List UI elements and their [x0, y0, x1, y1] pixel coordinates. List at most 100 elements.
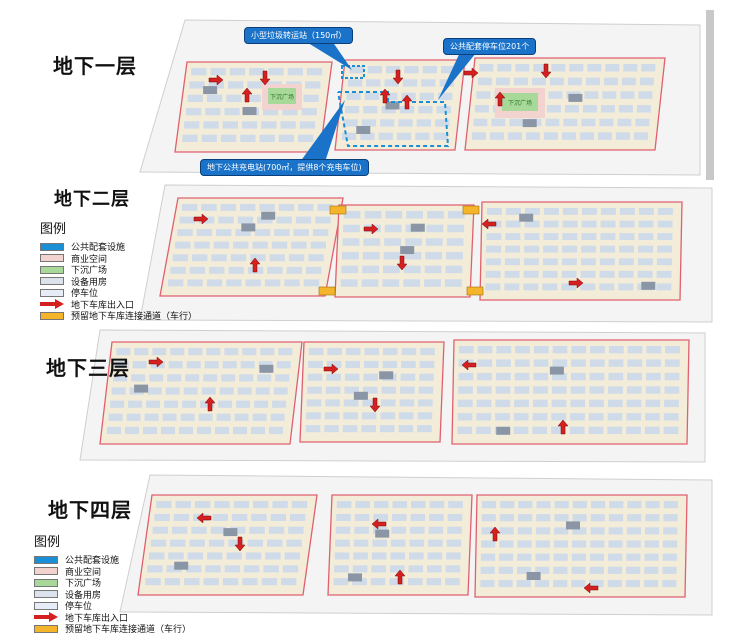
parking-row [552, 359, 568, 367]
parking-row [183, 387, 198, 395]
parking-row [282, 108, 298, 116]
parking-row [476, 399, 492, 408]
parking-row [531, 77, 546, 86]
parking-row [505, 220, 521, 228]
parking-row [149, 552, 165, 560]
legend-item-entrance: 地下车库出入口 [34, 612, 191, 624]
parking-row [602, 91, 617, 99]
parking-row [340, 279, 358, 287]
parking-row [607, 413, 623, 421]
parking-row [535, 566, 550, 574]
parking-row [391, 526, 406, 534]
parking-row [288, 526, 304, 534]
parking-row [481, 514, 496, 522]
parking-row [390, 552, 405, 560]
parking-row [308, 360, 323, 368]
floor-title-b3: 地下三层 [46, 356, 130, 380]
legend-item-equipment: 设备用房 [40, 276, 197, 288]
parking-row [589, 566, 604, 574]
parking-row [382, 279, 400, 287]
parking-row [360, 132, 375, 140]
parking-row [410, 513, 426, 521]
parking-row [499, 553, 514, 561]
parking-row [355, 501, 370, 509]
parking-row [417, 425, 432, 433]
parking-row [218, 400, 233, 408]
parking-row [457, 399, 473, 408]
parking-row [373, 513, 388, 521]
parking-row [201, 204, 217, 211]
equipment-room [134, 384, 149, 393]
parking-row [239, 374, 254, 382]
parking-row [305, 425, 321, 433]
parking-row [546, 105, 561, 113]
parking-row [196, 229, 213, 236]
parking-row [625, 579, 640, 588]
parking-row [644, 426, 660, 434]
parking-row [638, 208, 654, 215]
parking-row [404, 252, 422, 260]
parking-row [627, 359, 643, 367]
parking-row [108, 413, 123, 421]
parking-row [254, 400, 269, 408]
red-arrow-icon [34, 612, 58, 623]
parking-row [185, 374, 200, 382]
parking-row [312, 229, 329, 236]
legend-title: 图例 [40, 222, 67, 237]
parking-row [305, 81, 321, 89]
parking-row [147, 565, 163, 573]
parking-row [325, 386, 341, 394]
parking-row [134, 348, 149, 356]
parking-row [626, 566, 641, 574]
legend-swatch [40, 288, 64, 297]
parking-row [495, 399, 511, 408]
parking-row [399, 106, 415, 114]
parking-row [110, 400, 125, 408]
parking-row [152, 348, 167, 356]
parking-row [389, 565, 405, 573]
parking-row [171, 526, 188, 534]
parking-row [444, 279, 462, 287]
b1-plaza-label-left: 下沉广场 [270, 93, 294, 101]
b2-entrance-arrow [249, 257, 261, 273]
parking-row [222, 578, 239, 586]
parking-row [326, 373, 341, 381]
parking-row [499, 514, 514, 522]
arrow-shape [463, 67, 479, 79]
parking-row [208, 81, 224, 89]
parking-row [418, 106, 433, 114]
parking-row [344, 106, 360, 114]
arrow-shape [401, 94, 413, 110]
parking-row [386, 66, 401, 74]
b1-plaza-right [502, 93, 538, 111]
parking-row [663, 413, 679, 421]
arrow-shape [363, 223, 379, 235]
parking-row [200, 400, 215, 408]
parking-row [400, 386, 415, 394]
parking-row [144, 413, 159, 421]
parking-row [590, 514, 605, 522]
parking-row [241, 121, 258, 129]
parking-row [589, 579, 604, 588]
parking-row [533, 64, 548, 72]
b1-entrance-arrow [259, 70, 271, 86]
parking-row [380, 412, 396, 420]
parking-row [447, 526, 462, 534]
parking-row [645, 527, 660, 535]
legend-swatch [40, 311, 64, 320]
parking-row [293, 229, 309, 236]
parking-row [146, 400, 161, 408]
parking-row [203, 374, 218, 382]
parking-row [392, 501, 408, 509]
parking-row [635, 118, 650, 127]
parking-row [481, 527, 496, 535]
arrow-shape [369, 397, 381, 413]
parking-row [189, 81, 205, 89]
legend-swatch [34, 555, 58, 564]
parking-row [553, 553, 568, 561]
parking-row [447, 513, 463, 521]
parking-row [533, 359, 549, 367]
legend-swatch [34, 601, 58, 610]
parking-row [383, 348, 398, 356]
parking-row [491, 118, 506, 127]
